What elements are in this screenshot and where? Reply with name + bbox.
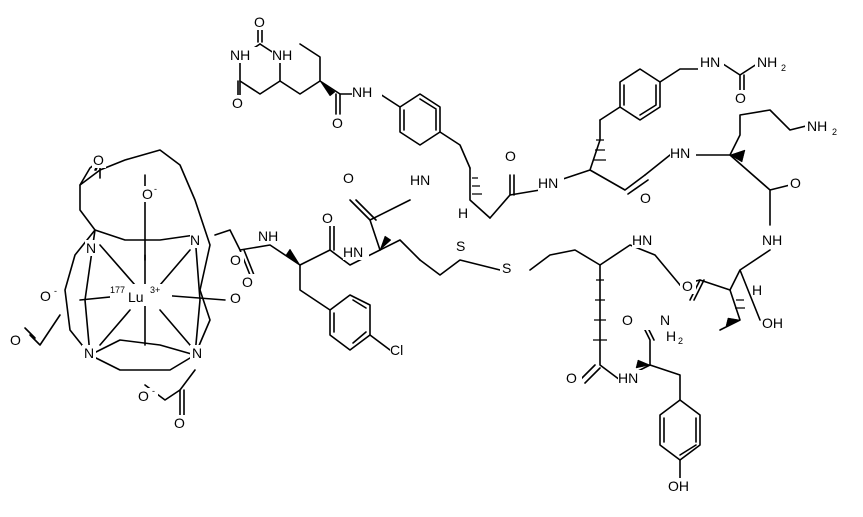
label-sub: 2 (832, 127, 837, 137)
label-nh: NH (352, 84, 372, 100)
label-o: O (230, 252, 241, 268)
label-nh: NH (258, 228, 278, 244)
label-n: N (84, 345, 94, 361)
label-oh: OH (762, 315, 783, 331)
label-o: O (682, 278, 693, 294)
label-nh: NH (230, 47, 250, 63)
stereo-wedges (285, 80, 746, 369)
label-o: O (505, 148, 516, 164)
label-nh: NH (762, 232, 782, 248)
label-minus: - (152, 386, 155, 396)
label-o: O (640, 190, 651, 206)
label-o: O (343, 170, 354, 186)
label-minus: - (154, 184, 157, 194)
label-nh: NH (272, 47, 292, 63)
label-nh2: NH (807, 118, 827, 134)
label-nh2: N (660, 312, 670, 328)
label-o: O (735, 90, 746, 106)
label-oh: OH (668, 478, 689, 494)
label-h: H (458, 205, 468, 221)
label-o: O (93, 152, 104, 168)
label-o: O (10, 332, 21, 348)
label-o: O (254, 14, 265, 30)
label-hn: HN (670, 145, 690, 161)
label-n: N (190, 232, 200, 248)
label-o: O (622, 312, 633, 328)
label-o: O (790, 175, 801, 191)
label-charge: 3+ (150, 285, 160, 295)
atom-labels: O NH NH O O NH HN NH 2 O NH 2 HN O NH H … (8, 14, 843, 494)
label-s: S (502, 260, 511, 276)
label-o-minus: O (138, 388, 149, 404)
label-cl: Cl (390, 342, 403, 358)
label-s: S (456, 238, 465, 254)
label-o: O (332, 115, 343, 131)
label-o-minus: O (142, 186, 153, 202)
label-o: O (566, 370, 577, 386)
label-o-minus: O (40, 288, 51, 304)
label-o: O (174, 415, 185, 431)
label-minus: - (54, 286, 57, 296)
label-nh: HN (618, 370, 638, 386)
label-hn: HN (632, 232, 652, 248)
label-n: N (86, 240, 96, 256)
label-nh: HN (700, 54, 720, 70)
label-h2: H (666, 328, 676, 344)
label-nh2: NH (757, 54, 777, 70)
label-hn: HN (343, 244, 363, 260)
label-h: H (752, 282, 762, 298)
label-lu: Lu (128, 289, 144, 305)
label-n: N (192, 345, 202, 361)
bond-lines (24, 27, 811, 479)
label-o: O (232, 95, 243, 111)
label-o: O (322, 210, 333, 226)
label-isotope: 177 (110, 285, 125, 295)
label-hn: HN (410, 172, 430, 188)
label-o: O (230, 290, 241, 306)
label-hn: HN (538, 175, 558, 191)
label-sub: 2 (781, 63, 786, 73)
stereo-hashes (472, 139, 745, 341)
label-sub: 2 (678, 336, 683, 346)
label-o: O (242, 274, 253, 290)
